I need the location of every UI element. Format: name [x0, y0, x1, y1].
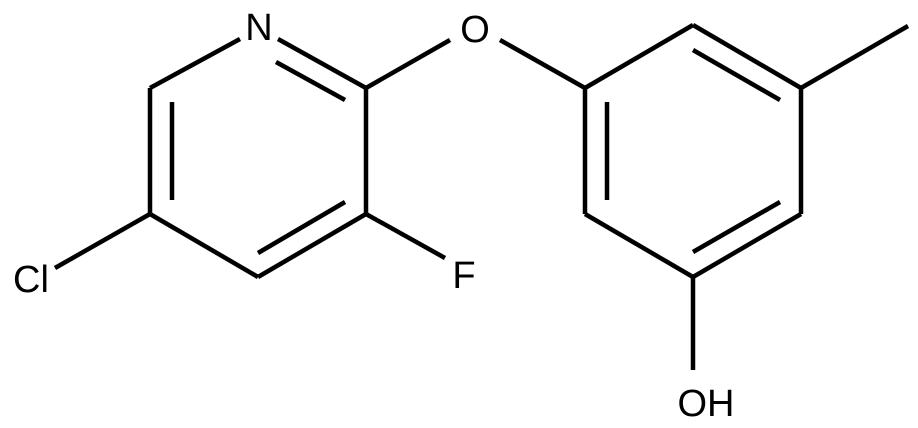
bond-c4-c5 — [148, 212, 260, 279]
bond-b4-b5 — [691, 212, 803, 279]
bond-c3-c4 — [256, 212, 368, 279]
atom-label-hydroxyl: OH — [678, 383, 735, 425]
bond-n1-c2-inner — [274, 60, 347, 102]
bond-c6-n1 — [148, 37, 242, 90]
bond-c2-o — [364, 38, 452, 90]
atom-label-ether-oxygen: O — [460, 9, 490, 51]
bond-b5-b6 — [583, 212, 695, 279]
bond-b2-b3 — [691, 23, 803, 90]
atom-label-fluorine: F — [452, 255, 475, 297]
bond-methyl — [799, 24, 910, 90]
bond-b2-b3-inner — [691, 48, 782, 102]
bond-o-c1prime — [498, 38, 587, 90]
pyridine-ring — [147, 37, 369, 279]
bond-c5-cl — [53, 212, 152, 270]
atom-label-nitrogen: N — [245, 7, 272, 49]
bond-c3-f — [364, 212, 447, 260]
bond-c3-c4-inner — [256, 200, 347, 255]
benzene-ring — [582, 23, 804, 279]
bond-n1-c2 — [276, 37, 368, 90]
bond-b4-b5-inner — [691, 200, 782, 254]
bond-b1-b2 — [583, 23, 695, 90]
atom-label-chlorine: Cl — [13, 259, 49, 301]
